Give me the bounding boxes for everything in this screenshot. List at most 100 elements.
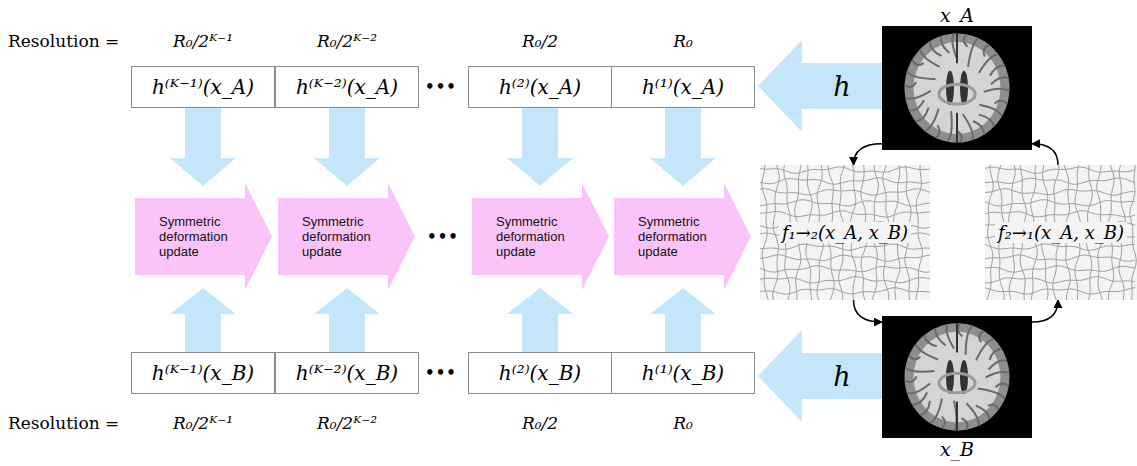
deep-grey: [939, 84, 975, 104]
update-arrow: Symmetric deformation update: [278, 183, 415, 290]
grid-line: [760, 167, 930, 174]
update-arrow: Symmetric deformation update: [614, 183, 751, 290]
resolution-label: R₀/2: [522, 412, 558, 434]
feature-box: h⁽ᴷ⁻¹⁾(x_B): [131, 352, 275, 394]
cortex: [905, 33, 1010, 142]
sulcus: [966, 403, 978, 426]
sulcus: [930, 41, 942, 56]
sulcus: [912, 60, 924, 65]
shape-outline: [758, 330, 882, 422]
sulcus: [909, 100, 924, 110]
fissure: [956, 33, 958, 63]
resolution-label: R₀/2ᴷ⁻¹: [173, 30, 233, 52]
grid-line: [760, 277, 930, 283]
feature-box: h⁽²⁾(x_A): [468, 66, 612, 108]
sulcus: [905, 368, 934, 372]
sulcus: [984, 89, 1010, 92]
fissure: [956, 113, 958, 143]
image-ground: [882, 26, 1032, 150]
grid-line: [760, 255, 930, 262]
grid-line: [985, 178, 1135, 185]
text-holder: h: [802, 330, 882, 422]
feature-box: h⁽²⁾(x_B): [468, 352, 612, 394]
sulcus: [989, 360, 1007, 369]
sulcus: [936, 125, 940, 138]
grid-line: [760, 288, 930, 295]
resolution-label: R₀/2ᴷ⁻¹: [173, 412, 233, 434]
feature-box: h⁽¹⁾(x_A): [611, 66, 755, 108]
grid-line: [985, 200, 1135, 206]
resolution-label: R₀/2: [522, 30, 558, 52]
grid-line: [760, 211, 930, 217]
transform-arrow: [854, 144, 883, 165]
feature-box: h⁽ᴷ⁻²⁾(x_A): [275, 66, 419, 108]
node-text: x_A: [882, 4, 1032, 26]
down-arrow: [170, 108, 236, 186]
shape-outline: [758, 40, 882, 132]
sulcus: [963, 114, 973, 140]
resolution-label: R₀/2ᴷ⁻²: [317, 412, 377, 434]
field-ground: [760, 165, 930, 300]
node-text: x_B: [882, 438, 1032, 460]
axis-label: Resolution =: [8, 412, 119, 434]
node-text: h⁽ᴷ⁻¹⁾(x_A): [152, 75, 254, 99]
grid-line: [760, 266, 930, 273]
node-text: h⁽ᴷ⁻²⁾(x_B): [296, 361, 398, 385]
sulcus: [976, 406, 990, 419]
axis-label: Resolution =: [8, 30, 119, 52]
sulcus: [948, 111, 952, 142]
node-text: Symmetric deformation update: [496, 214, 584, 259]
sulcus: [966, 326, 973, 355]
sulcus: [905, 376, 917, 382]
sulcus: [958, 323, 963, 336]
text-holder: Symmetric deformation update: [159, 183, 247, 290]
sulcus: [988, 404, 999, 409]
deep-grey: [939, 373, 975, 393]
grid-line: [760, 178, 930, 185]
sulcus: [961, 418, 967, 429]
sulcus: [990, 349, 1002, 360]
node-text: h⁽¹⁾(x_B): [642, 361, 724, 385]
node-text: h⁽ᴷ⁻¹⁾(x_B): [152, 361, 254, 385]
fissure: [956, 323, 958, 352]
arrow-shape: [758, 40, 882, 132]
sulcus: [907, 72, 936, 79]
arrow-shape: [135, 183, 272, 290]
brain-image: x_B: [882, 316, 1032, 438]
shape-outline: [882, 26, 1032, 150]
sulcus: [924, 335, 936, 346]
sulcus: [984, 45, 990, 57]
node-text: Symmetric deformation update: [302, 214, 390, 259]
node-text: Symmetric deformation update: [159, 214, 247, 259]
sulcus: [954, 401, 957, 431]
sulcus: [909, 355, 920, 359]
text-holder: f₂→₁(x_A, x_B): [985, 165, 1137, 300]
shape-outline: [882, 316, 1032, 438]
text-holder: Symmetric deformation update: [302, 183, 390, 290]
field-ground: [985, 165, 1137, 300]
up-arrow: [650, 288, 716, 352]
node-text: h: [833, 71, 850, 102]
grid-line: [985, 244, 1135, 251]
encoder-arrow: h: [758, 40, 882, 132]
arrow-shape: [278, 183, 415, 290]
node-text: h⁽ᴷ⁻²⁾(x_A): [296, 75, 398, 99]
fissure: [956, 401, 958, 430]
resolution-label: R₀: [673, 412, 693, 434]
text-holder: Symmetric deformation update: [496, 183, 584, 290]
sulcus: [905, 82, 917, 87]
grid-line: [985, 288, 1135, 295]
sulcus: [920, 401, 930, 415]
text-holder: f₁→₂(x_A, x_B): [760, 165, 930, 300]
brain-image: x_A: [882, 26, 1032, 150]
feature-box: h⁽¹⁾(x_B): [611, 352, 755, 394]
transform-arrow: [1032, 144, 1058, 165]
ellipsis: •••: [425, 76, 457, 98]
down-arrow: [507, 108, 573, 186]
node-text: h⁽¹⁾(x_A): [642, 75, 724, 99]
update-arrow: Symmetric deformation update: [135, 183, 272, 290]
ventricle: [946, 360, 954, 394]
grid-line: [985, 211, 1135, 217]
sulcus: [979, 105, 1002, 116]
